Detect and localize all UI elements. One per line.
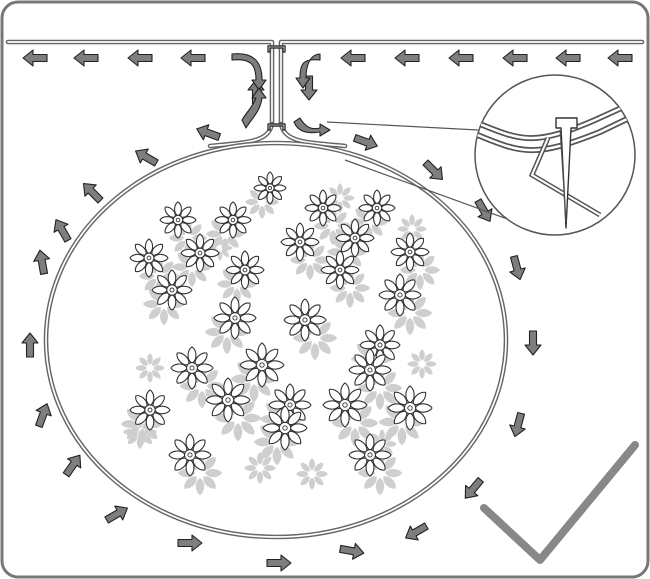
flower-icon	[336, 219, 374, 257]
flower-icon	[284, 299, 326, 341]
flower-icon	[152, 270, 192, 310]
flower-icon	[215, 202, 251, 238]
flower-icon	[323, 383, 367, 427]
flower-icon	[305, 190, 341, 226]
flower-icon	[206, 378, 250, 422]
flower-icon	[281, 223, 319, 261]
flower-icon	[349, 349, 391, 391]
flower-icon	[240, 343, 284, 387]
flower-icon	[181, 234, 219, 272]
flower-icon	[171, 347, 213, 389]
flower-icon	[359, 190, 395, 226]
flower-icon	[263, 406, 307, 450]
flower-icon	[160, 202, 196, 238]
flower-icon	[379, 274, 421, 316]
flower-icon	[214, 297, 256, 339]
flower-icon	[391, 233, 429, 271]
flower-icon	[130, 239, 168, 277]
flower-icon	[388, 386, 432, 430]
flower-icon	[321, 251, 359, 289]
flower-icon	[169, 434, 211, 476]
flower-icon	[349, 434, 391, 476]
flower-icon	[226, 251, 264, 289]
flower-icon	[130, 390, 170, 430]
flower-icon	[254, 172, 286, 204]
